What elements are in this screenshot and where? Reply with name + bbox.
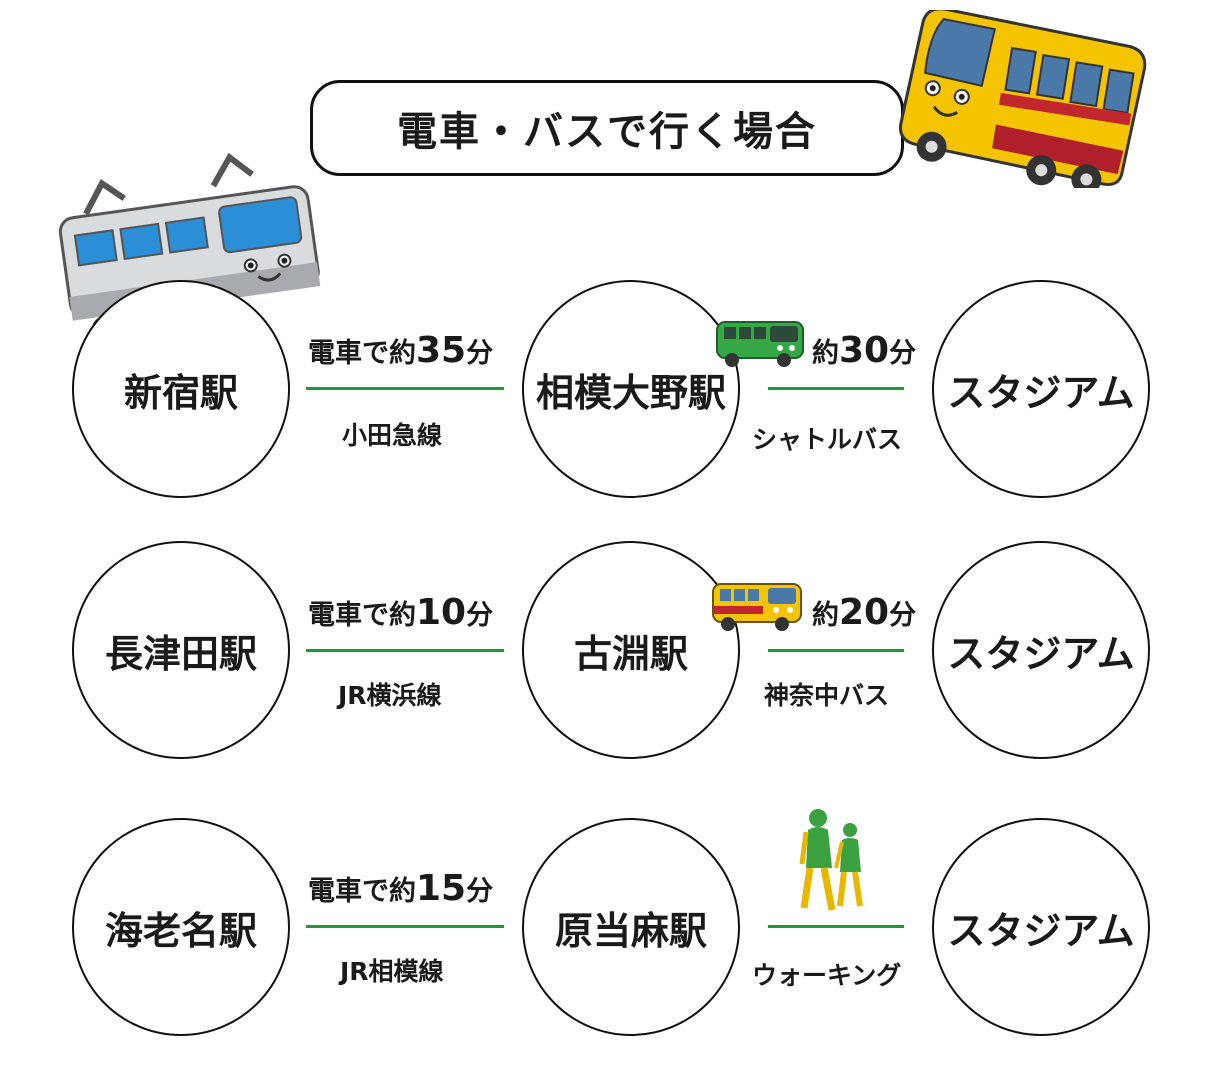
destination-stadium-3: スタジアム xyxy=(932,818,1150,1036)
yellow-bus-small-icon xyxy=(712,583,802,631)
bus-connector-line xyxy=(768,649,904,652)
bus-mode-label: 神奈中バス xyxy=(764,681,890,710)
train-time-label: 電車で約35分 xyxy=(308,330,494,371)
destination-stadium-2: スタジアム xyxy=(932,541,1150,759)
origin-station-2: 長津田駅 xyxy=(72,541,290,759)
transfer-station-2: 古淵駅 xyxy=(522,541,740,759)
origin-station-1: 新宿駅 xyxy=(72,280,290,498)
yellow-bus-illustration-icon xyxy=(898,10,1147,188)
walk-connector-line xyxy=(768,925,904,928)
train-time-label: 電車で約10分 xyxy=(308,592,494,633)
walking-people-icon xyxy=(799,809,863,911)
train-line-label: JR相模線 xyxy=(340,957,444,986)
walk-mode-label: ウォーキング xyxy=(752,961,902,990)
bus-time-label: 約20分 xyxy=(812,592,917,633)
train-connector-line xyxy=(306,925,504,928)
train-connector-line xyxy=(306,649,504,652)
green-bus-icon xyxy=(716,321,804,367)
bus-connector-line xyxy=(768,387,904,390)
train-connector-line xyxy=(306,387,504,390)
transfer-station-1: 相模大野駅 xyxy=(522,280,740,498)
origin-station-3: 海老名駅 xyxy=(72,818,290,1036)
bus-mode-label: シャトルバス xyxy=(752,425,903,454)
transfer-station-3: 原当麻駅 xyxy=(522,818,740,1036)
bus-time-label: 約30分 xyxy=(812,330,917,371)
train-time-label: 電車で約15分 xyxy=(308,868,494,909)
page-title: 電車・バスで行く場合 xyxy=(310,80,904,176)
destination-stadium-1: スタジアム xyxy=(932,280,1150,498)
train-line-label: 小田急線 xyxy=(342,421,443,450)
train-line-label: JR横浜線 xyxy=(338,681,442,710)
